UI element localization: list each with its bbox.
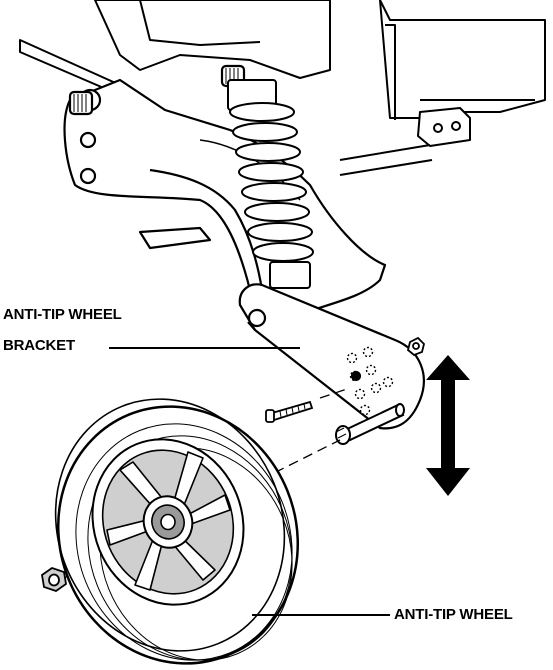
suspension-arm	[63, 64, 387, 322]
suspension-coil-spring	[227, 79, 314, 289]
wheelchair-frame	[19, 0, 546, 176]
anti-tip-wheel-bracket	[238, 283, 425, 430]
double-headed-vertical-arrow-icon	[426, 355, 470, 496]
bracket-callout-line1: ANTI-TIP WHEEL	[3, 306, 122, 323]
axle-bolt	[335, 403, 405, 445]
wheel-callout: ANTI-TIP WHEEL	[394, 606, 513, 623]
axle-nut	[41, 567, 67, 592]
bracket-callout-line2: BRACKET	[3, 337, 75, 354]
mounting-screw	[265, 400, 314, 423]
bracket-nut	[406, 336, 425, 357]
anti-tip-wheel	[54, 398, 300, 665]
